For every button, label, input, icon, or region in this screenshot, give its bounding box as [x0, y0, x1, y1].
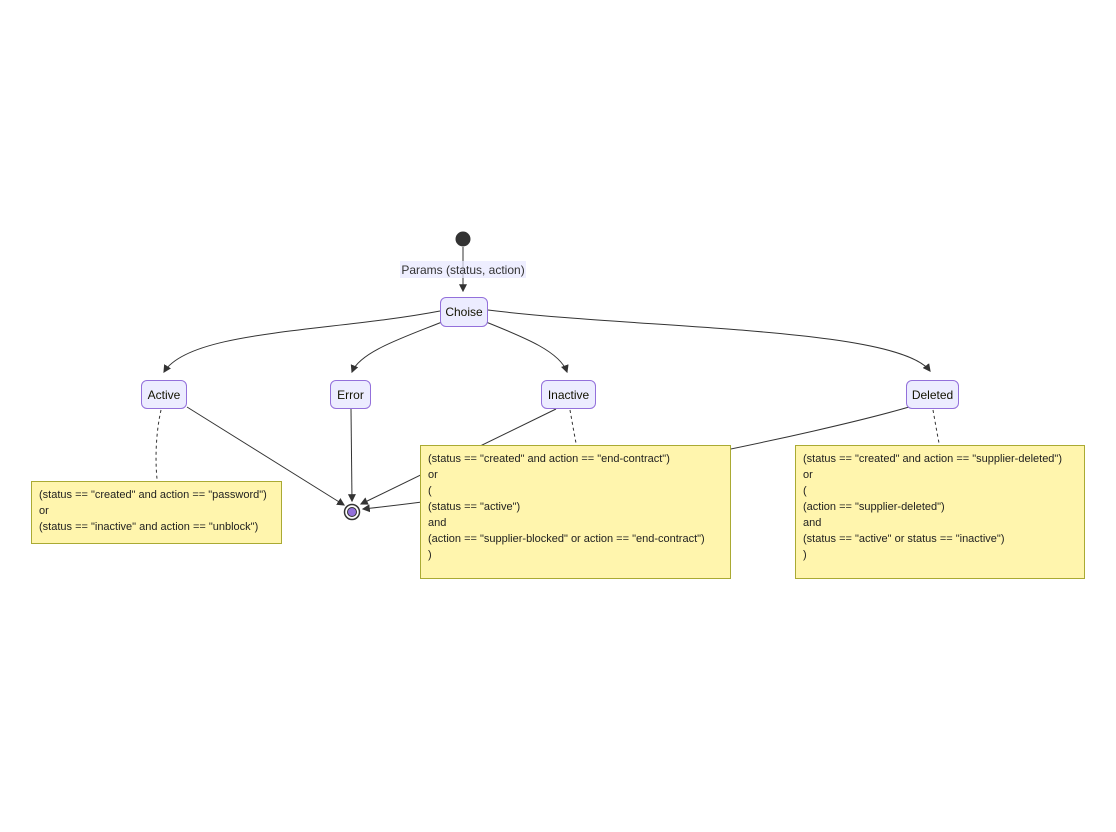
state-label-deleted: Deleted [911, 387, 954, 402]
edge-active-note [155, 409, 162, 480]
state-node-active: Active [141, 380, 187, 409]
edge-label-params: Params (status, action) [400, 261, 526, 278]
state-node-error: Error [330, 380, 371, 409]
edge-choise-error [350, 321, 443, 374]
edge-active-end [186, 406, 346, 506]
end-state-icon [343, 503, 361, 521]
state-label-active: Active [147, 387, 181, 402]
state-label-inactive: Inactive [547, 387, 590, 402]
state-label-error: Error [337, 387, 364, 402]
note-active-conditions: (status == "created" and action == "pass… [31, 481, 282, 544]
state-label-choise: Choise [445, 305, 483, 319]
state-node-inactive: Inactive [541, 380, 596, 409]
note-inactive-conditions: (status == "created" and action == "end-… [420, 445, 731, 579]
edge-choise-deleted [487, 309, 931, 372]
edge-choise-inactive [485, 321, 569, 374]
start-state-icon [455, 231, 471, 247]
edge-error-end [347, 408, 356, 503]
state-node-deleted: Deleted [906, 380, 959, 409]
state-node-choise: Choise [440, 297, 488, 327]
edge-inactive-note [569, 409, 577, 444]
note-deleted-conditions: (status == "created" and action == "supp… [795, 445, 1085, 579]
edge-choise-active [163, 310, 441, 374]
edge-deleted-note [932, 409, 940, 444]
